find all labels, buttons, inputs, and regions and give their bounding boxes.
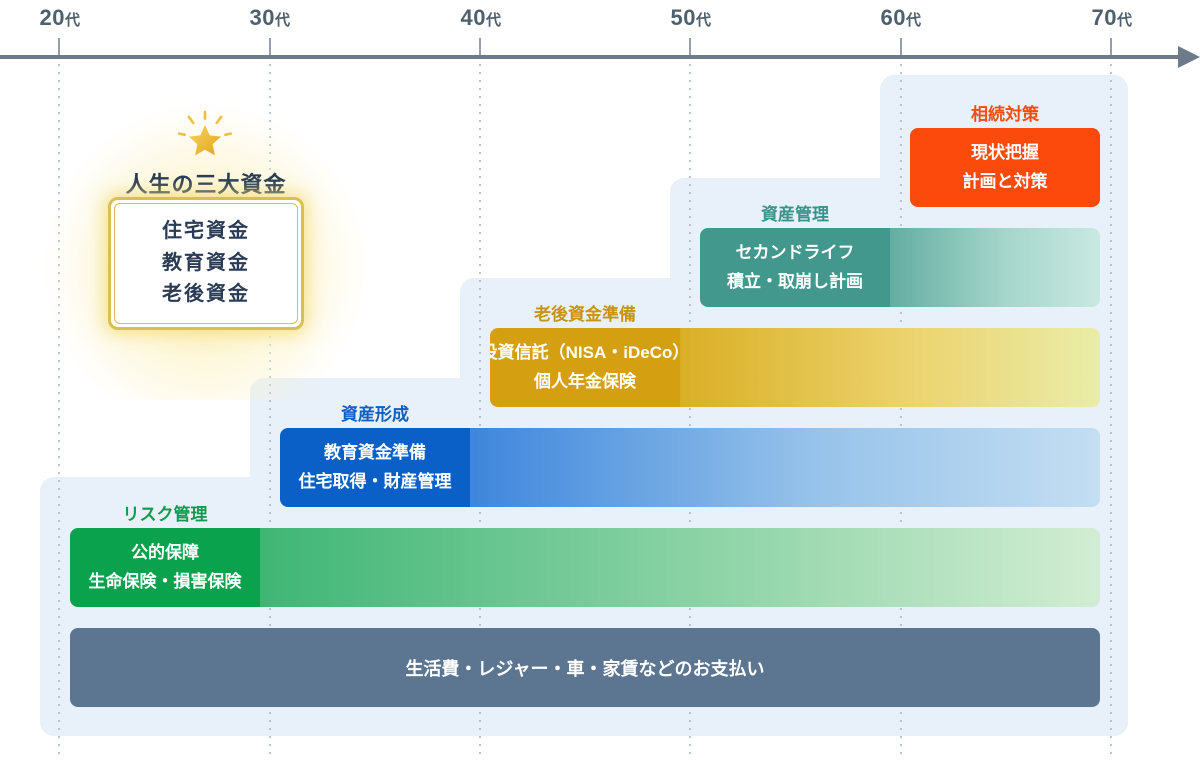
bar-asset-building: 教育資金準備 住宅取得・財産管理 — [280, 428, 1100, 507]
gridline-50s — [689, 64, 691, 756]
section-title-asset-management: 資産管理 — [761, 205, 829, 224]
gradient-tail-asset-building — [470, 428, 1100, 507]
axis-label-30s: 30代 — [249, 5, 291, 30]
tick-20s — [58, 38, 60, 55]
box-asset-building: 教育資金準備 住宅取得・財産管理 — [280, 428, 470, 507]
gradient-tail-risk-management — [260, 528, 1100, 607]
box-line: セカンドライフ — [735, 242, 855, 262]
box-risk-management: 公的保障 生命保険・損害保険 — [70, 528, 260, 607]
fund-item: 住宅資金 — [162, 220, 250, 243]
three-funds-list: 住宅資金 教育資金 老後資金 — [114, 203, 298, 324]
bar-asset-management: セカンドライフ 積立・取崩し計画 — [700, 228, 1100, 307]
axis-label-20s: 20代 — [39, 5, 81, 30]
tick-40s — [479, 38, 481, 55]
box-inheritance: 現状把握 計画と対策 — [910, 128, 1100, 207]
gridline-20s — [58, 64, 60, 756]
gridline-60s — [900, 64, 902, 756]
timeline-axis — [0, 55, 1180, 59]
gridline-30s — [269, 64, 271, 756]
bar-risk-management: 公的保障 生命保険・損害保険 — [70, 528, 1100, 607]
living-expenses-bar: 生活費・レジャー・車・家賃などのお支払い — [70, 628, 1100, 707]
callout-title: 人生の三大資金 — [125, 172, 287, 197]
three-funds-box: 住宅資金 教育資金 老後資金 — [108, 197, 304, 330]
bar-inheritance: 現状把握 計画と対策 — [910, 128, 1100, 207]
fund-item: 教育資金 — [162, 251, 250, 274]
fund-item: 老後資金 — [162, 283, 250, 306]
axis-label-40s: 40代 — [460, 5, 502, 30]
box-line: 計画と対策 — [962, 171, 1048, 191]
box-line: 教育資金準備 — [324, 442, 426, 462]
box-line: 公的保障 — [131, 542, 199, 562]
gridline-40s — [479, 64, 481, 756]
axis-label-50s: 50代 — [670, 5, 712, 30]
box-asset-management: セカンドライフ 積立・取崩し計画 — [700, 228, 890, 307]
axis-label-60s: 60代 — [880, 5, 922, 30]
gradient-tail-retirement-prep — [680, 328, 1100, 407]
box-line: 生命保険・損害保険 — [88, 571, 242, 591]
box-retirement-prep: 投資信託（NISA・iDeCo） 個人年金保険 — [490, 328, 689, 407]
section-title-retirement-prep: 老後資金準備 — [534, 305, 636, 324]
axis-label-70s: 70代 — [1091, 5, 1133, 30]
bar-retirement-prep: 投資信託（NISA・iDeCo） 個人年金保険 — [490, 328, 1100, 407]
tick-50s — [689, 38, 691, 55]
box-line: 個人年金保険 — [534, 371, 636, 391]
tick-30s — [269, 38, 271, 55]
section-title-risk-management: リスク管理 — [122, 505, 208, 524]
section-title-inheritance: 相続対策 — [971, 105, 1039, 124]
box-line: 積立・取崩し計画 — [727, 271, 863, 291]
star-icon — [177, 110, 233, 168]
gradient-tail-asset-management — [890, 228, 1100, 307]
box-line: 現状把握 — [971, 142, 1039, 162]
right-arrow-icon — [1178, 46, 1200, 68]
gridline-70s — [1110, 64, 1112, 756]
box-line: 住宅取得・財産管理 — [298, 471, 452, 491]
box-line: 投資信託（NISA・iDeCo） — [490, 342, 690, 362]
living-expenses-label: 生活費・レジャー・車・家賃などのお支払い — [405, 658, 765, 679]
tick-60s — [900, 38, 902, 55]
section-title-asset-building: 資産形成 — [341, 405, 409, 424]
tick-70s — [1110, 38, 1112, 55]
